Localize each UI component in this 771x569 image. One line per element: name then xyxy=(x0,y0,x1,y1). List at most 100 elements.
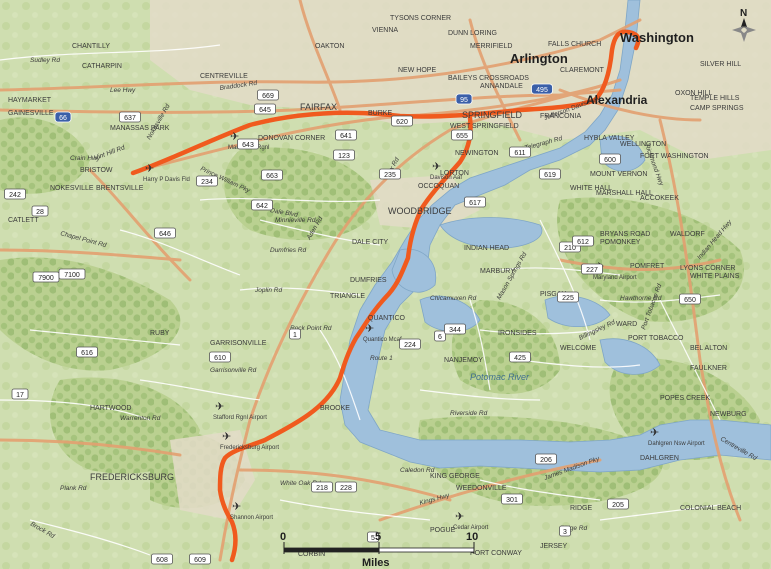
place-label: GARRISONVILLE xyxy=(210,340,267,347)
airport-label: Quantico Mcaf xyxy=(363,337,402,343)
svg-text:610: 610 xyxy=(214,355,226,362)
place-label: BRYANS ROAD xyxy=(600,231,650,238)
route-shields: 6695495112323428173301522821022722522463… xyxy=(4,83,701,565)
compass-north-label: N xyxy=(740,8,747,19)
place-label: POGUE xyxy=(430,527,456,534)
place-label: FALLS CHURCH xyxy=(548,41,601,48)
place-label: HARTWOOD xyxy=(90,405,131,412)
place-label: WELLINGTON xyxy=(620,141,666,148)
major-city-labels: Washington Arlington Alexandria xyxy=(510,30,694,107)
city-arlington: Arlington xyxy=(510,51,568,66)
place-label: NOKESVILLE xyxy=(50,185,94,192)
scale-tick-0: 0 xyxy=(280,531,286,543)
svg-text:17: 17 xyxy=(16,392,24,399)
road-label: Sudley Rd xyxy=(30,57,60,64)
svg-text:669: 669 xyxy=(262,93,274,100)
route-shield: 645 xyxy=(254,103,276,115)
svg-text:641: 641 xyxy=(340,133,352,140)
road-label: Hawthorne Rd xyxy=(620,295,662,302)
place-label: PISGAH xyxy=(540,291,566,298)
place-label: INDIAN HEAD xyxy=(464,245,509,252)
place-label: LORTON xyxy=(440,170,469,177)
road-label: Lee Hwy xyxy=(110,87,136,94)
city-washington: Washington xyxy=(620,30,694,45)
road-label: White Oak Rd xyxy=(280,480,321,487)
scale-tick-10: 10 xyxy=(466,531,478,543)
svg-text:495: 495 xyxy=(536,87,548,94)
svg-text:612: 612 xyxy=(577,239,589,246)
route-shield: 616 xyxy=(76,346,98,358)
svg-text:✈: ✈ xyxy=(222,431,231,443)
road-label: Warrenton Rd xyxy=(120,415,161,422)
airport-label: Shannon Airport xyxy=(230,515,273,521)
route-line xyxy=(130,29,641,563)
route-shield: 7900 xyxy=(32,271,60,283)
svg-text:227: 227 xyxy=(586,267,598,274)
place-label: CAMP SPRINGS xyxy=(690,105,744,112)
route-shield: 66 xyxy=(54,111,72,123)
place-label: QUANTICO xyxy=(368,315,406,322)
place-label: MARBURY xyxy=(480,268,515,275)
place-label: WEEDONVILLE xyxy=(456,485,507,492)
route-shield: 234 xyxy=(196,175,218,187)
scale-bar: 0 5 10 Miles xyxy=(280,531,478,569)
road-label: Plank Rd xyxy=(60,485,87,492)
route-shield: 5 xyxy=(367,531,379,543)
svg-text:650: 650 xyxy=(684,297,696,304)
svg-text:619: 619 xyxy=(544,172,556,179)
airport-icon: ✈Stafford Rgnl Airport xyxy=(213,401,267,421)
place-label: FORT WASHINGTON xyxy=(640,153,709,160)
water-label-potomac: Potomac River xyxy=(470,372,530,382)
route-shield: 425 xyxy=(509,351,531,363)
route-shield: 655 xyxy=(451,129,473,141)
svg-text:655: 655 xyxy=(456,133,468,140)
svg-text:608: 608 xyxy=(156,557,168,564)
svg-text:✈: ✈ xyxy=(232,501,241,513)
place-label: TEMPLE HILLS xyxy=(690,95,740,102)
svg-text:6: 6 xyxy=(438,334,442,341)
place-label: VIENNA xyxy=(372,27,398,34)
place-label: PORT TOBACCO xyxy=(628,335,684,342)
svg-text:620: 620 xyxy=(396,119,408,126)
place-label: DAHLGREN xyxy=(640,455,679,462)
place-label: DUNN LORING xyxy=(448,30,497,37)
place-label: OAKTON xyxy=(315,43,344,50)
route-shield: 609 xyxy=(189,553,211,565)
route-shield: 235 xyxy=(379,168,401,180)
route-shield: 28 xyxy=(31,205,49,217)
route-shield: 641 xyxy=(335,129,357,141)
place-label: MANASSAS PARK xyxy=(110,125,170,132)
route-shield: 495 xyxy=(531,83,553,95)
place-label: BROOKE xyxy=(320,405,350,412)
svg-text:✈: ✈ xyxy=(215,401,224,413)
place-label: SILVER HILL xyxy=(700,61,741,68)
route-shield: 344 xyxy=(444,323,466,335)
place-label: CATLETT xyxy=(8,217,39,224)
svg-text:218: 218 xyxy=(316,485,328,492)
road-label: Chicamuxen Rd xyxy=(430,295,477,302)
place-label: OCCOQUAN xyxy=(418,183,459,190)
airport-icon: ✈Dahlgren Nsw Airport xyxy=(648,427,705,447)
road-label: Route 1 xyxy=(370,355,393,362)
road-label: Joplin Rd xyxy=(254,287,282,294)
place-label: RIDGE xyxy=(570,505,593,512)
place-label: CENTREVILLE xyxy=(200,73,248,80)
route-shield: 637 xyxy=(119,111,141,123)
svg-text:642: 642 xyxy=(256,203,268,210)
route-shield: 619 xyxy=(539,168,561,180)
place-label: NEW HOPE xyxy=(398,67,436,74)
place-label: POMFRET xyxy=(630,263,665,270)
svg-text:425: 425 xyxy=(514,355,526,362)
place-label: IRONSIDES xyxy=(498,330,537,337)
road-label: Dale Blvd xyxy=(270,207,299,219)
place-label: ACCOKEEK xyxy=(640,195,679,202)
route-shield: 228 xyxy=(335,481,357,493)
place-label: KING GEORGE xyxy=(430,473,480,480)
route-shield: 600 xyxy=(599,153,621,165)
potomac-river xyxy=(339,0,771,473)
svg-text:616: 616 xyxy=(81,350,93,357)
place-label: CHANTILLY xyxy=(72,43,110,50)
place-label: NEWINGTON xyxy=(455,150,498,157)
